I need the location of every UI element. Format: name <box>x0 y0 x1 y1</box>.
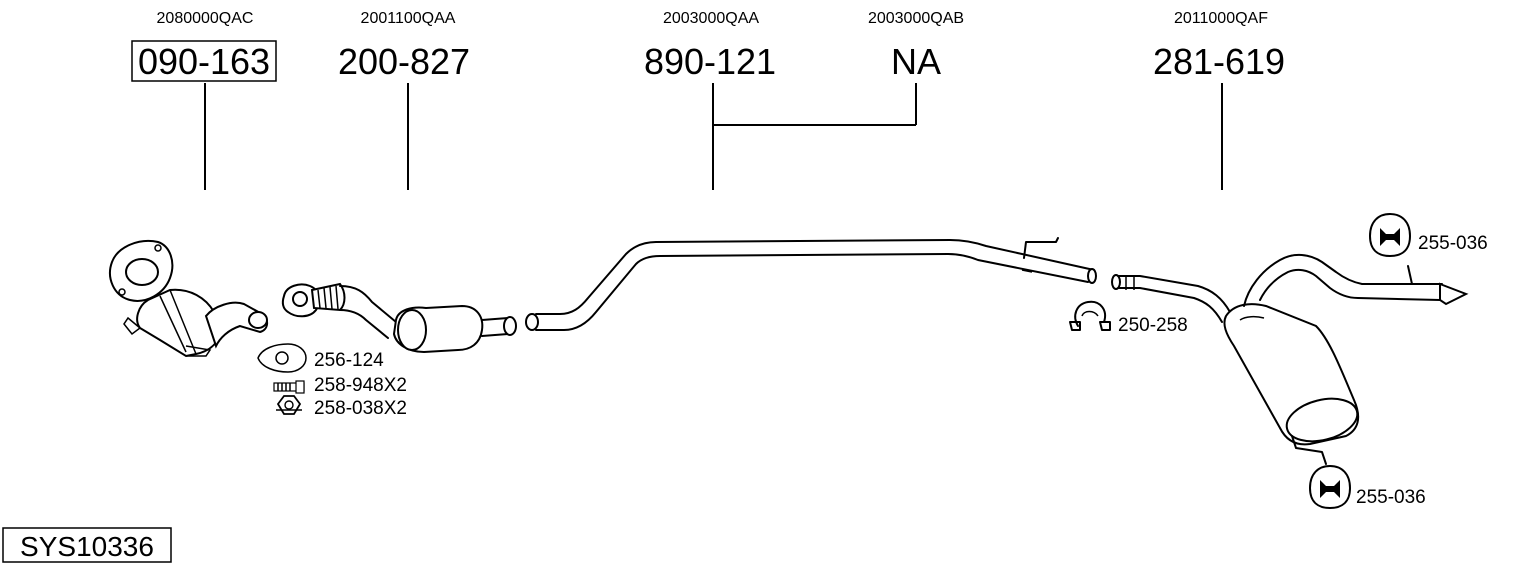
front-pipe[interactable] <box>281 282 517 354</box>
bolt-icon <box>273 380 305 394</box>
part-number-front-pipe[interactable]: 200-827 <box>338 41 470 82</box>
accessory-label-gasket[interactable]: 256-124 <box>314 350 384 371</box>
part-number-middle-pipe[interactable]: 890-121 <box>644 41 776 82</box>
nut-icon <box>276 395 302 415</box>
rubber-mount-icon <box>1308 464 1352 510</box>
rear-silencer[interactable] <box>1111 254 1469 465</box>
part-number-middle-pipe-alt[interactable]: NA <box>891 41 941 82</box>
accessory-label-nut[interactable]: 258-038X2 <box>314 398 407 419</box>
catalytic-converter[interactable] <box>109 240 268 358</box>
accessory-label-clamp[interactable]: 250-258 <box>1118 315 1188 336</box>
rubber-mount-icon <box>1368 212 1412 258</box>
oe-code-middle-pipe: 2003000QAA <box>663 10 759 27</box>
clamp-icon <box>1069 300 1111 331</box>
oe-code-middle-pipe-alt: 2003000QAB <box>868 10 964 27</box>
part-number-box <box>131 40 277 82</box>
part-number-rear-silencer[interactable]: 281-619 <box>1153 41 1285 82</box>
gasket-icon <box>257 343 307 373</box>
part-number-catalyst[interactable]: 090-163 <box>138 41 270 82</box>
leader-lines <box>204 83 1223 190</box>
accessory-label-mount-bottom[interactable]: 255-036 <box>1356 487 1426 508</box>
accessory-label-mount-top[interactable]: 255-036 <box>1418 233 1488 254</box>
accessory-label-bolt[interactable]: 258-948X2 <box>314 375 407 396</box>
system-id-box <box>2 527 172 563</box>
oe-code-front-pipe: 2001100QAA <box>361 10 456 27</box>
system-id: SYS10336 <box>20 531 154 562</box>
oe-code-catalyst: 2080000QAC <box>157 10 254 27</box>
middle-pipe[interactable] <box>525 237 1097 331</box>
oe-code-rear-silencer: 2011000QAF <box>1174 10 1268 27</box>
